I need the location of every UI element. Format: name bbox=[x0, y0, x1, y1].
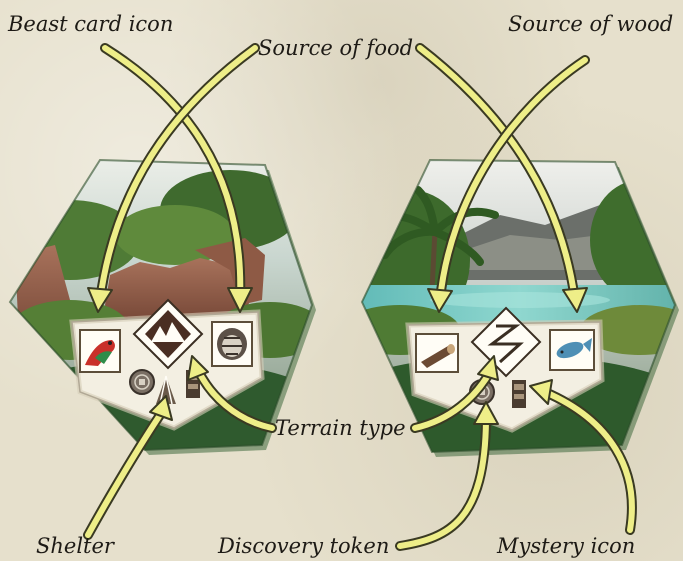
fish-icon bbox=[550, 330, 594, 370]
label-source-of-wood: Source of wood bbox=[508, 14, 673, 35]
parrot-icon bbox=[80, 330, 120, 372]
wood-log-icon bbox=[416, 334, 458, 372]
label-discovery-token: Discovery token bbox=[218, 536, 389, 557]
label-shelter: Shelter bbox=[36, 536, 114, 557]
label-mystery-icon: Mystery icon bbox=[497, 536, 635, 557]
label-source-of-food: Source of food bbox=[258, 38, 413, 59]
totem-mystery-icon bbox=[512, 380, 526, 408]
discovery-token-icon bbox=[130, 370, 154, 394]
label-terrain-type: Terrain type bbox=[275, 418, 406, 439]
label-beast-card-icon: Beast card icon bbox=[8, 14, 173, 35]
tiger-beast-icon bbox=[212, 322, 252, 366]
